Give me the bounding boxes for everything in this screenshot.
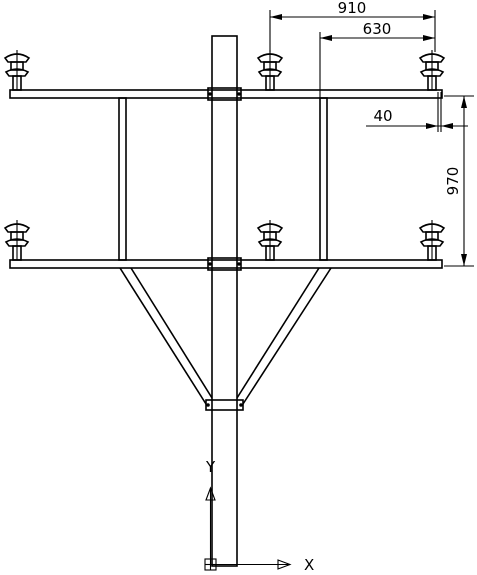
- clamps: [205, 87, 244, 411]
- dimension-40-text: 40: [373, 107, 392, 125]
- y-axis-label: Y: [205, 458, 216, 476]
- ucs-axis-icon: Y X: [204, 458, 314, 574]
- insulator-lower-middle: [256, 220, 284, 261]
- upper-crossarm: [9, 89, 443, 99]
- insulator-upper-left: [3, 50, 31, 91]
- insulator-upper-right: [418, 50, 446, 91]
- pole: [211, 35, 238, 567]
- dimension-910: 910: [269, 0, 436, 52]
- dimension-40: 40: [366, 92, 468, 132]
- dimension-630: 630: [319, 20, 435, 98]
- vertical-struts: [118, 97, 328, 261]
- dimension-970: 970: [444, 95, 474, 267]
- dimension-970-text: 970: [444, 167, 462, 196]
- x-axis-label: X: [304, 556, 314, 574]
- lower-crossarm: [9, 259, 443, 269]
- insulator-upper-middle: [256, 50, 284, 91]
- dimension-630-text: 630: [363, 20, 392, 38]
- insulator-lower-left: [3, 220, 31, 261]
- dimension-910-text: 910: [338, 0, 367, 17]
- diagonal-braces: [119, 267, 332, 405]
- insulator-lower-right: [418, 220, 446, 261]
